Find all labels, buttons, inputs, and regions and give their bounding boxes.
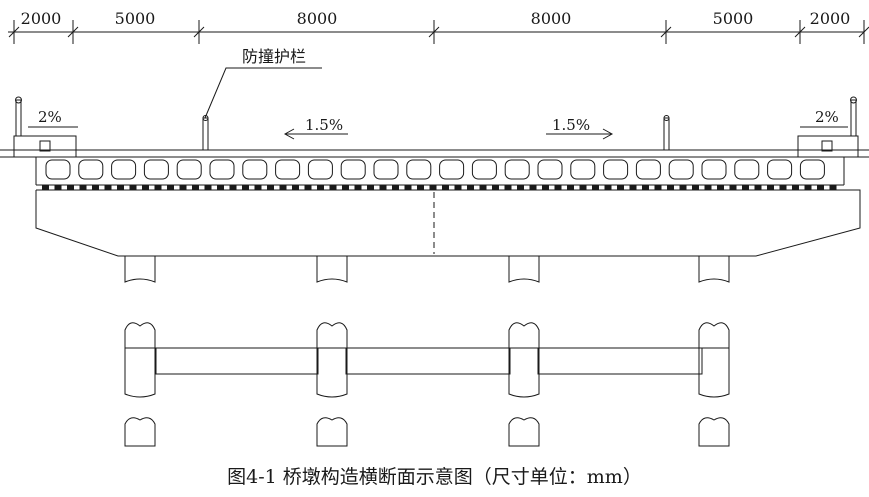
pier-cap-beam bbox=[35, 189, 861, 257]
dimension-chain bbox=[8, 20, 869, 44]
dim-label-5: 5000 bbox=[713, 9, 754, 28]
slope-right-center: 1.5% bbox=[552, 116, 590, 134]
dim-label-3: 8000 bbox=[297, 9, 338, 28]
dimension-labels: 2000 5000 8000 8000 5000 2000 bbox=[21, 9, 851, 28]
slope-left-edge: 2% bbox=[38, 108, 62, 126]
slope-right-edge: 2% bbox=[815, 108, 839, 126]
pier-columns-top bbox=[124, 256, 730, 283]
deck-surface bbox=[0, 96, 869, 158]
bearing-strip bbox=[42, 185, 837, 190]
pile-bottoms bbox=[124, 417, 730, 447]
figure-caption: 图4-1 桥墩构造横断面示意图（尺寸单位：mm） bbox=[227, 466, 642, 488]
guardrail-leader-line bbox=[204, 67, 322, 119]
slope-annotations: 2% 1.5% 1.5% 2% bbox=[28, 108, 848, 140]
hollow-slab-girders bbox=[35, 157, 845, 186]
guardrail-label: 防撞护栏 bbox=[242, 47, 306, 66]
slope-left-center: 1.5% bbox=[305, 116, 343, 134]
dim-label-1: 2000 bbox=[21, 9, 62, 28]
dim-label-6: 2000 bbox=[810, 9, 851, 28]
pier-columns-plan bbox=[124, 322, 730, 398]
dim-label-4: 8000 bbox=[531, 9, 572, 28]
dim-label-2: 5000 bbox=[115, 9, 156, 28]
